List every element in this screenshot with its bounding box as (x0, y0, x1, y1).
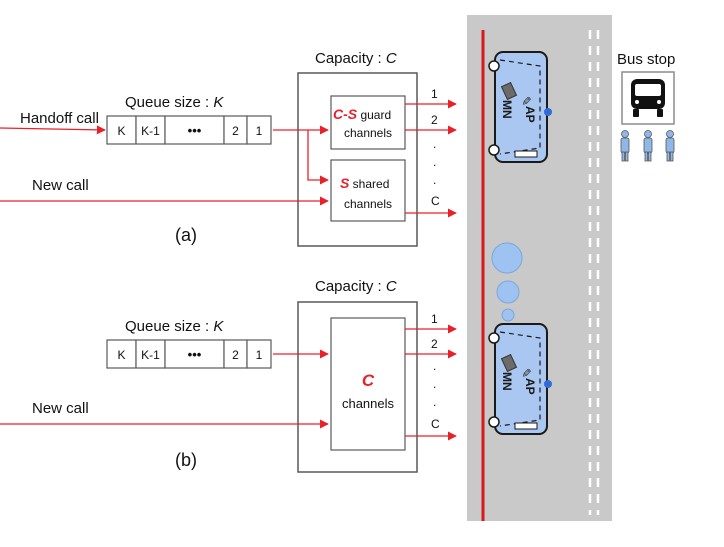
channels-box (330, 317, 406, 451)
panel-a: Capacity : C Queue size : K K K-1 ••• 2 … (0, 50, 457, 247)
channel-label: C (431, 417, 440, 431)
queue-cell-label: 2 (232, 124, 239, 138)
bubble-small (501, 308, 515, 322)
queue-cell-label: 1 (256, 124, 263, 138)
queue-cell-label: ••• (188, 123, 202, 138)
capacity-label: Capacity : C (315, 50, 397, 67)
queue-cell-label: K-1 (141, 124, 160, 138)
channel-label: . (433, 137, 436, 151)
queue-cell-label: K-1 (141, 348, 160, 362)
bus-stop: Bus stop (617, 51, 675, 162)
phone-icon (500, 353, 518, 373)
ap-antenna-icon (544, 108, 552, 116)
shared-channels-subtitle: channels (344, 197, 392, 211)
queue-cell-label: 2 (232, 348, 239, 362)
leaf-icon: ✎ (519, 368, 533, 378)
bus-cabin-dashed (499, 59, 541, 155)
new-call-label: New call (32, 400, 89, 417)
capacity-label: Capacity : C (315, 278, 397, 295)
queue-cell (164, 115, 225, 145)
bus-body (494, 51, 548, 163)
guard-channels-title: C-S guard (333, 106, 391, 122)
channel-label: C (431, 194, 440, 208)
handoff-call-label: Handoff call (20, 110, 99, 127)
channel-label: . (433, 155, 436, 169)
ap-antenna-icon (544, 380, 552, 388)
queue-cell (106, 115, 137, 145)
channel-label: 1 (431, 87, 438, 101)
caption-b: (b) (175, 450, 197, 470)
bus-plate (514, 422, 538, 430)
queue-cell (135, 339, 166, 369)
bubble-medium (496, 280, 520, 304)
queue-cell-label: 1 (256, 348, 263, 362)
waiting-person-icon (643, 130, 653, 162)
bus-cabin-dashed (499, 331, 541, 427)
bus-mn-label: MN (500, 372, 514, 391)
channel-label: 2 (431, 337, 438, 351)
bus-1: ✎ MN AP (488, 51, 552, 163)
channel-label: . (433, 395, 436, 409)
panel-b: Capacity : C Queue size : K K K-1 ••• 2 … (0, 278, 457, 473)
bus-stop-label: Bus stop (617, 51, 675, 68)
queue-size-label: Queue size : K (125, 318, 224, 335)
new-call-label: New call (32, 177, 89, 194)
bus-ap-label: AP (523, 106, 537, 123)
queue-cell-label: ••• (188, 347, 202, 362)
queue-cell (246, 115, 272, 145)
channel-label: . (433, 173, 436, 187)
waiting-person-icon (665, 130, 675, 162)
guard-channels-box (330, 95, 406, 150)
queue-buffer: K K-1 ••• 2 1 (106, 115, 272, 145)
shared-channels-title: S shared (340, 175, 389, 191)
bus-mn-label: MN (500, 100, 514, 119)
queue-cell (246, 339, 272, 369)
channels-subtitle: channels (342, 396, 395, 411)
queue-cell (164, 339, 225, 369)
bus-stop-icon (631, 79, 665, 117)
channel-label: 2 (431, 113, 438, 127)
bus-2: ✎ MN AP (488, 323, 552, 435)
leaf-icon: ✎ (519, 96, 533, 106)
queue-cell-label: K (117, 124, 125, 138)
shared-channels-box (330, 159, 406, 222)
handoff-arrow (0, 125, 106, 135)
bubble-large (491, 242, 523, 274)
bus-body (494, 323, 548, 435)
channels-title: C (362, 371, 375, 390)
queue-to-shared-arrow (307, 130, 329, 185)
queue-size-label: Queue size : K (125, 94, 224, 111)
signal-bubbles (491, 242, 523, 322)
channel-label: 1 (431, 312, 438, 326)
bus-wheel (488, 332, 500, 344)
bus-wheel (488, 144, 500, 156)
bus-wheel (488, 416, 500, 428)
channel-label: . (433, 377, 436, 391)
guard-channels-subtitle: channels (344, 126, 392, 140)
queue-buffer: K K-1 ••• 2 1 (106, 339, 272, 369)
bus-plate (514, 150, 538, 158)
queue-cell-label: K (117, 348, 125, 362)
channel-label: . (433, 359, 436, 373)
caption-a: (a) (175, 225, 197, 245)
waiting-person-icon (620, 130, 630, 162)
phone-icon (500, 81, 518, 101)
bus-ap-label: AP (523, 378, 537, 395)
bus-wheel (488, 60, 500, 72)
